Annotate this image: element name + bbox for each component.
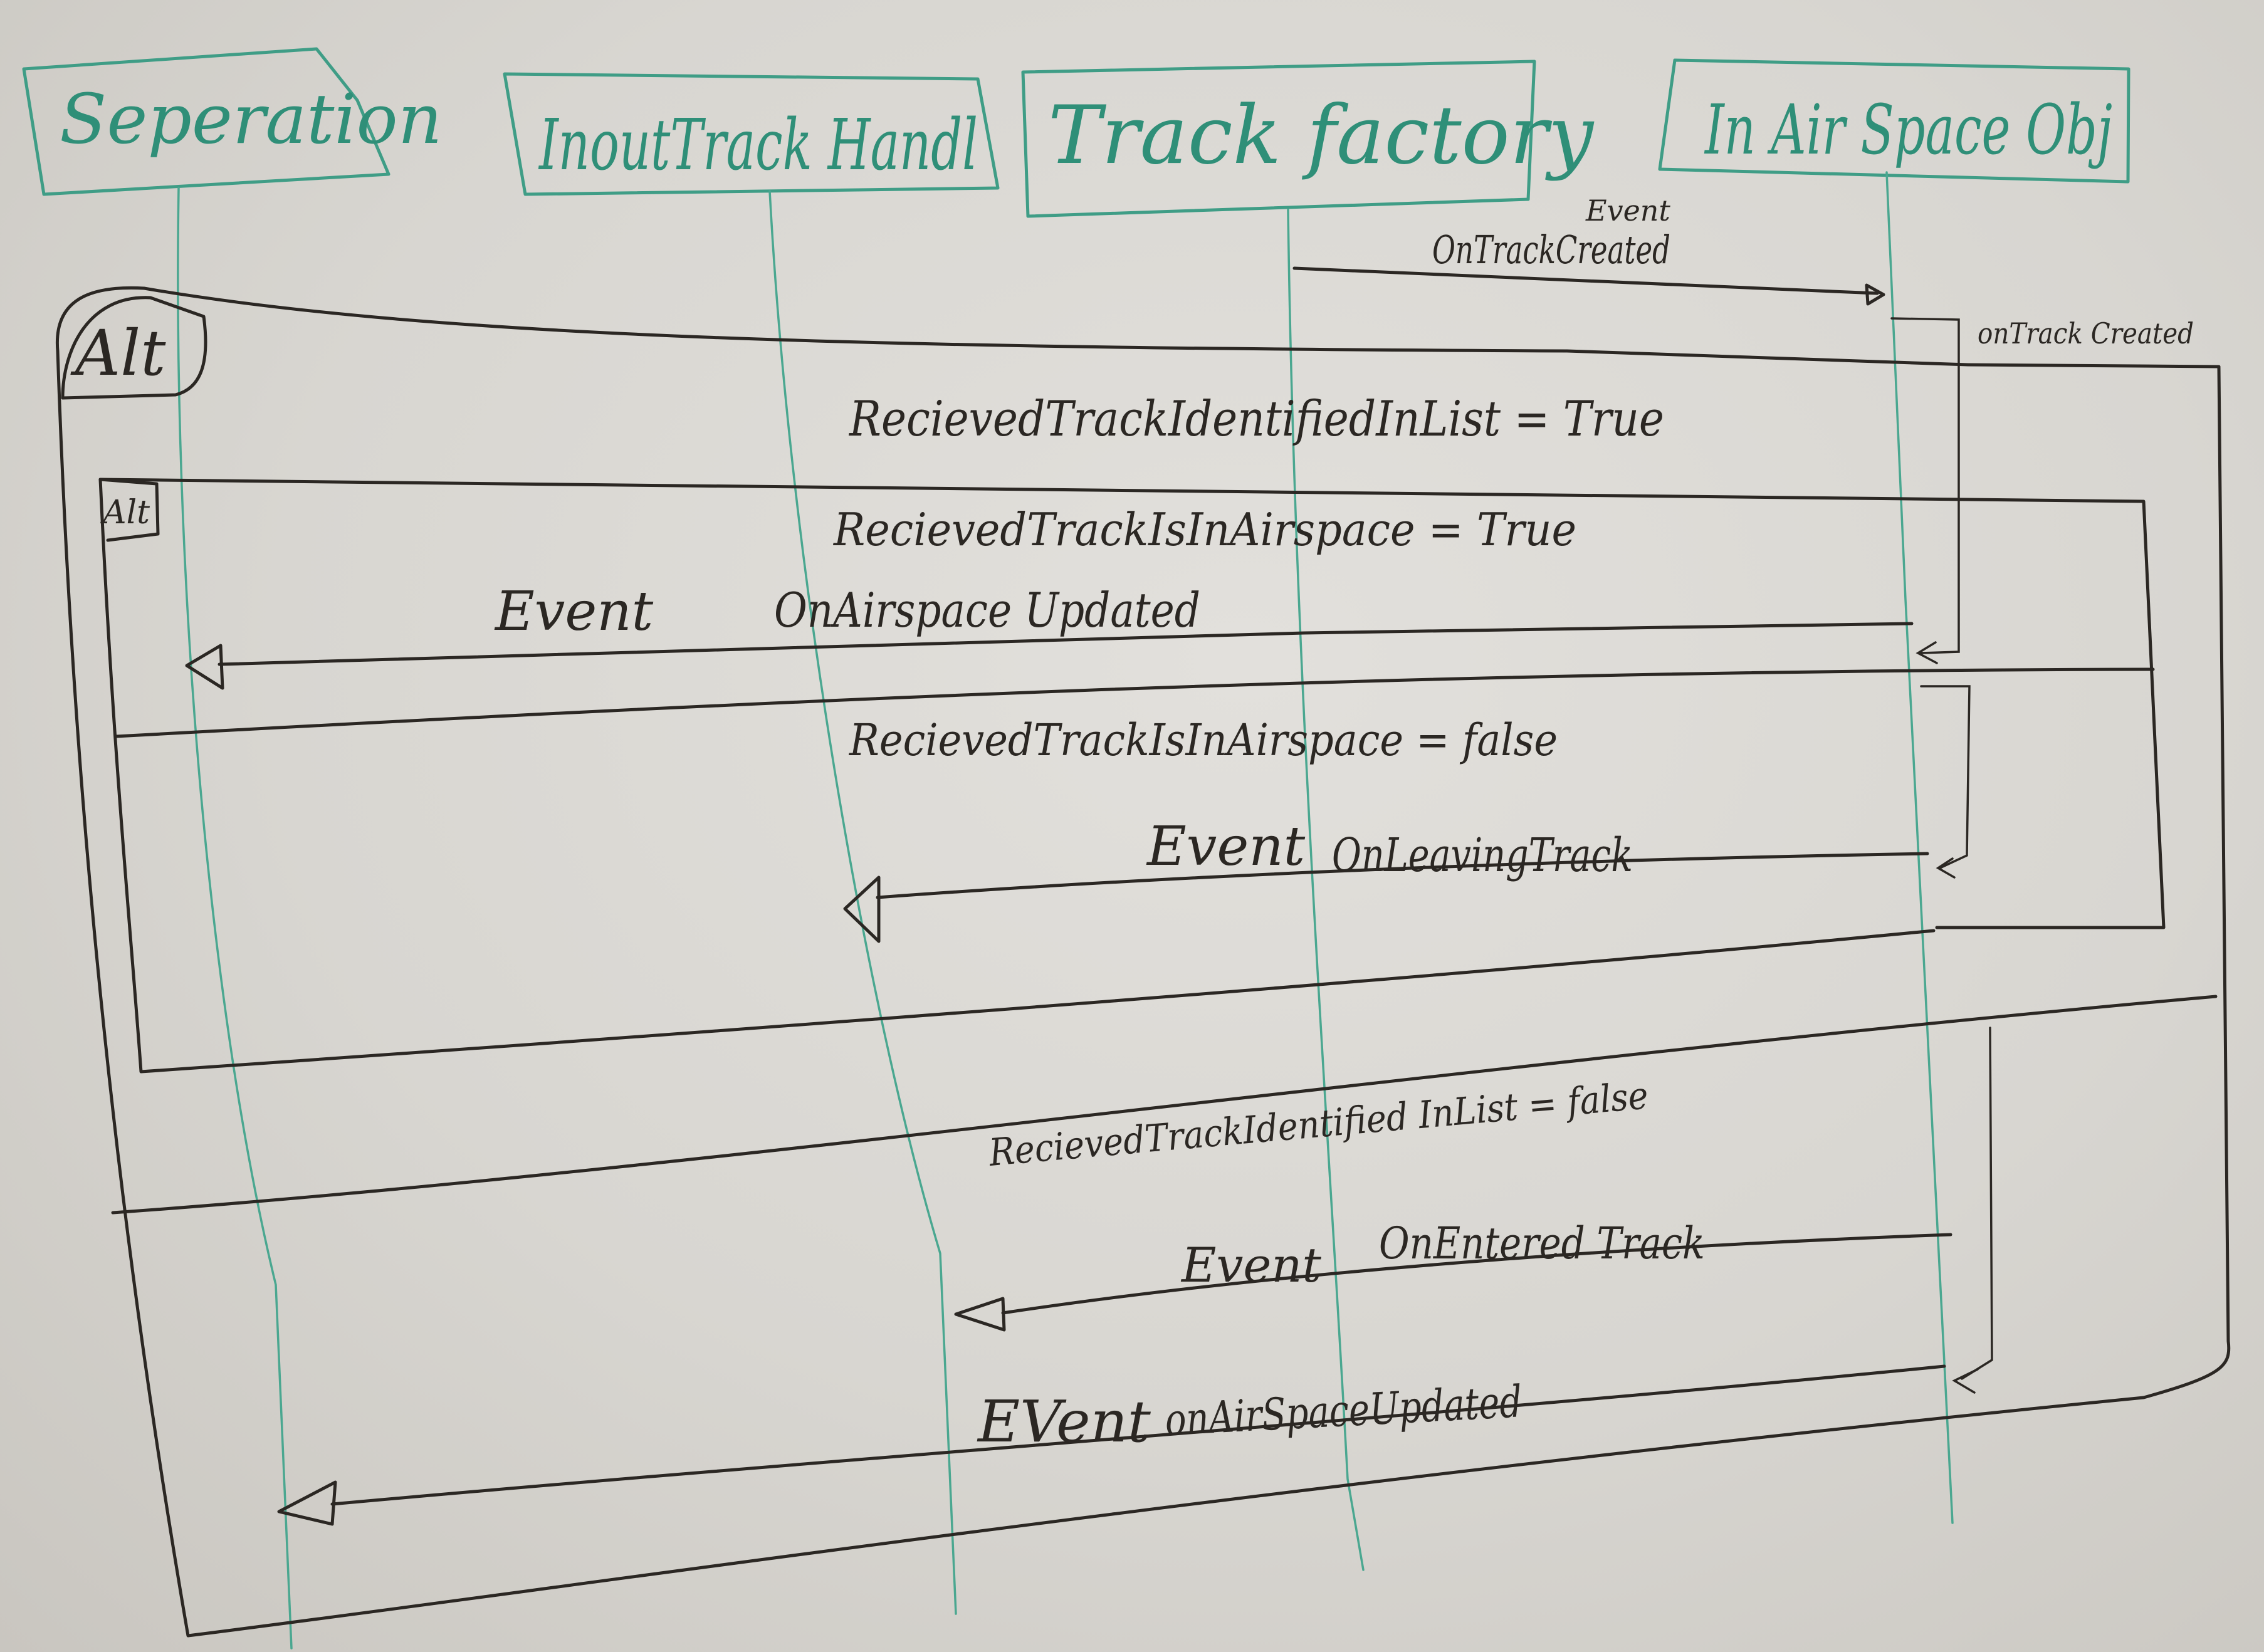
message-on-entered-track: Event OnEntered Track bbox=[954, 1218, 1952, 1332]
lifeline-label-input-track-handler: InoutTrack Handl bbox=[538, 105, 978, 186]
message-tag-event: Event bbox=[1585, 194, 1670, 227]
guard-airspace-false: RecievedTrackIsInAirspace = false bbox=[848, 714, 1558, 766]
guard-airspace-true: RecievedTrackIsInAirspace = True bbox=[832, 503, 1576, 556]
message-label-on-entered-track: OnEntered Track bbox=[1379, 1218, 1705, 1269]
message-on-track-created: Event OnTrackCreated bbox=[1292, 194, 1885, 306]
lifeline-separation bbox=[177, 187, 293, 1649]
outer-alt-frame: Alt bbox=[55, 286, 2231, 1638]
guard-identified-true: RecievedTrackIdentifiedInList = True bbox=[848, 391, 1664, 447]
self-call-label: onTrack Created bbox=[1978, 316, 2194, 350]
lifeline-label-in-air-space-obj: In Air Space Obj bbox=[1704, 90, 2112, 170]
message-label-on-leaving-track: OnLeavingTrack bbox=[1332, 829, 1633, 882]
message-tag-event-airspace-2: EVent bbox=[977, 1388, 1151, 1455]
lifeline-input-track-handler bbox=[768, 190, 957, 1615]
lifeline-header-in-air-space-obj: In Air Space Obj bbox=[1658, 58, 2130, 184]
message-tag-event-entered: Event bbox=[1180, 1237, 1321, 1293]
inner-alt-frame: Alt bbox=[98, 478, 2166, 1074]
self-call-on-track-created: onTrack Created bbox=[1890, 316, 2194, 664]
message-tag-event-leaving: Event bbox=[1146, 815, 1306, 878]
message-label-on-airspace-updated-2: onAirSpaceUpdated bbox=[1164, 1376, 1524, 1446]
outer-alt-label: Alt bbox=[70, 316, 166, 390]
lifeline-label-separation: Seperation bbox=[60, 79, 443, 159]
lifeline-in-air-space-obj bbox=[1885, 171, 1954, 1524]
lifeline-label-track-factory: Track factory bbox=[1048, 89, 1595, 182]
lifeline-track-factory bbox=[1287, 209, 1365, 1571]
return-arrow-entered bbox=[1952, 1368, 1979, 1394]
return-bracket-entered bbox=[1961, 1027, 1993, 1380]
inner-alt-label: Alt bbox=[100, 494, 150, 531]
lifeline-header-track-factory: Track factory bbox=[1021, 60, 1595, 218]
message-on-leaving-track: Event OnLeavingTrack bbox=[843, 815, 1929, 943]
message-on-airspace-updated-1: Event OnAirspace Updated bbox=[185, 580, 1914, 690]
message-label-on-track-created: OnTrackCreated bbox=[1432, 227, 1670, 273]
lifeline-header-separation: Seperation bbox=[22, 47, 443, 196]
return-bracket-leaving bbox=[1920, 685, 1971, 869]
message-tag-event-1: Event bbox=[494, 580, 654, 643]
lifeline-header-input-track-handler: InoutTrack Handl bbox=[503, 72, 1000, 196]
return-arrow-leaving bbox=[1936, 857, 1956, 879]
message-label-on-airspace-updated-1: OnAirspace Updated bbox=[774, 582, 1200, 638]
